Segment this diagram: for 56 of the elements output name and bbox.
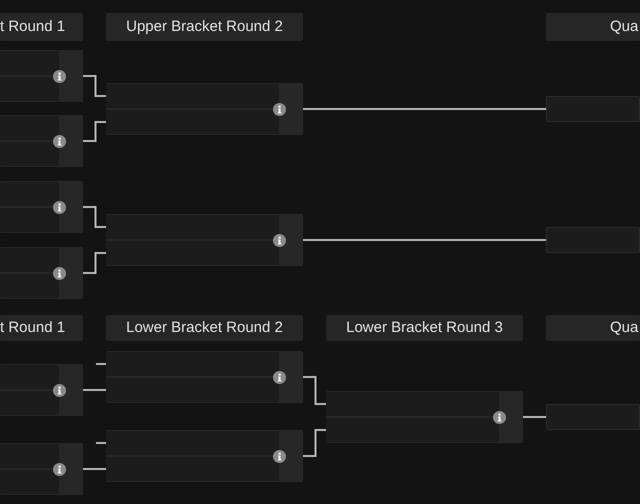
bracket-line [83, 75, 106, 97]
team-slot [0, 208, 59, 232]
match-card [0, 50, 83, 102]
round-header: t Round 1 [0, 13, 83, 41]
team-slot [106, 110, 279, 134]
team-slot [106, 431, 279, 455]
team-slot [106, 378, 279, 402]
bracket-line [96, 442, 106, 444]
round-header: Lower Bracket Round 2 [106, 315, 303, 341]
match-card [106, 214, 303, 266]
team-slot [326, 418, 499, 442]
team-slot [106, 352, 279, 376]
bracket-line [303, 239, 546, 241]
team-slot [0, 182, 59, 206]
team-slot [106, 457, 279, 481]
bracket-line [303, 108, 546, 110]
match-card [106, 351, 303, 403]
bracket-line [303, 429, 326, 457]
team-slot [0, 444, 59, 468]
round-header: Upper Bracket Round 2 [106, 13, 303, 41]
bracket-line [303, 376, 326, 405]
team-slot [326, 392, 499, 416]
match-card [0, 181, 83, 233]
round-header: Lower Bracket Round 3 [326, 315, 523, 341]
team-slot [106, 241, 279, 265]
team-slot [0, 77, 59, 101]
team-slot [0, 248, 59, 272]
match-card [0, 247, 83, 299]
team-slot [0, 470, 59, 494]
bracket-line [83, 252, 106, 274]
team-slot [0, 365, 59, 389]
bracket-line [523, 416, 546, 418]
team-slot [546, 227, 640, 253]
bracket-line [83, 206, 106, 228]
team-slot [546, 96, 640, 122]
team-slot [106, 84, 279, 108]
round-header: t Round 1 [0, 315, 83, 341]
match-card [0, 115, 83, 167]
team-slot [0, 391, 59, 415]
team-slot [0, 51, 59, 75]
team-slot [0, 142, 59, 166]
match-card [0, 364, 83, 416]
match-card [0, 443, 83, 495]
bracket-line [83, 121, 106, 142]
match-card [326, 391, 523, 443]
bracket-line [83, 468, 106, 470]
bracket-line [96, 363, 106, 365]
team-slot [546, 404, 640, 430]
match-card [106, 430, 303, 482]
team-slot [0, 116, 59, 140]
team-slot [0, 274, 59, 298]
round-header: Qua [546, 13, 640, 41]
match-card [106, 83, 303, 135]
bracket-line [83, 389, 106, 391]
round-header: Qua [546, 315, 640, 341]
team-slot [106, 215, 279, 239]
